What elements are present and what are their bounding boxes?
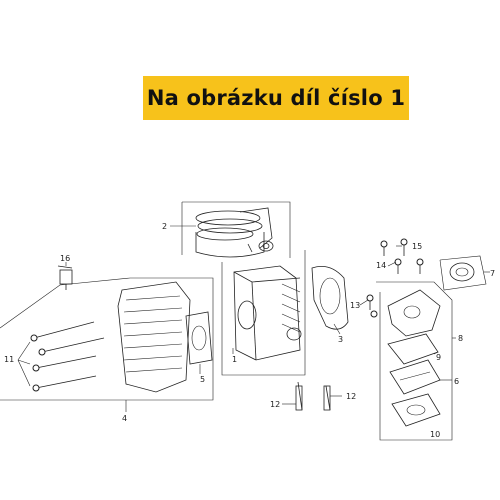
- callout-16: 16: [60, 254, 70, 263]
- banner-text: Na obrázku díl číslo 1: [146, 86, 406, 110]
- studs-icon[interactable]: [282, 381, 342, 411]
- callout-5: 5: [200, 375, 205, 384]
- part-banner: Na obrázku díl číslo 1: [143, 76, 409, 120]
- base-gasket-icon[interactable]: [311, 265, 349, 330]
- callout-1: 1: [232, 355, 237, 364]
- piston-icon: [195, 232, 265, 258]
- piston-ring-icon: [196, 227, 254, 241]
- callout-7: 7: [490, 269, 495, 278]
- seal-group[interactable]: [439, 255, 487, 291]
- piston-ring-icon: [195, 210, 261, 226]
- head-gasket-icon: [185, 311, 213, 365]
- cylinder-block-icon: [233, 265, 301, 361]
- reed-gasket-icon: [387, 333, 439, 365]
- callout-10: 10: [430, 430, 440, 439]
- callout-2: 2: [162, 222, 167, 231]
- intake-manifold-icon: [387, 289, 441, 337]
- seal-icon: [449, 262, 475, 282]
- reed-valve-icon: [389, 359, 441, 395]
- reed-valve-group[interactable]: [376, 281, 453, 441]
- spark-plug-icon[interactable]: [57, 265, 73, 290]
- callout-8: 8: [458, 334, 463, 343]
- callout-12-left: 12: [270, 400, 280, 409]
- head-bolts-icon[interactable]: [17, 321, 105, 392]
- cylinder-head-group[interactable]: [0, 277, 214, 401]
- piston-group[interactable]: [181, 201, 291, 258]
- cylinder-group[interactable]: [221, 250, 306, 376]
- callout-12-right: 12: [346, 392, 356, 401]
- callout-11: 11: [4, 355, 14, 364]
- callout-6: 6: [454, 377, 459, 386]
- callout-9: 9: [436, 353, 441, 362]
- callout-14: 14: [376, 261, 386, 270]
- callout-3: 3: [338, 335, 343, 344]
- callout-13: 13: [350, 301, 360, 310]
- manifold-bolts-icon[interactable]: [366, 238, 424, 318]
- cylinder-head-icon: [117, 281, 191, 393]
- callout-4: 4: [122, 414, 127, 423]
- reed-gasket-lower-icon: [391, 393, 441, 427]
- piston-ring-icon: [197, 218, 263, 234]
- piston-pin-icon: [258, 240, 274, 252]
- callout-15: 15: [412, 242, 422, 251]
